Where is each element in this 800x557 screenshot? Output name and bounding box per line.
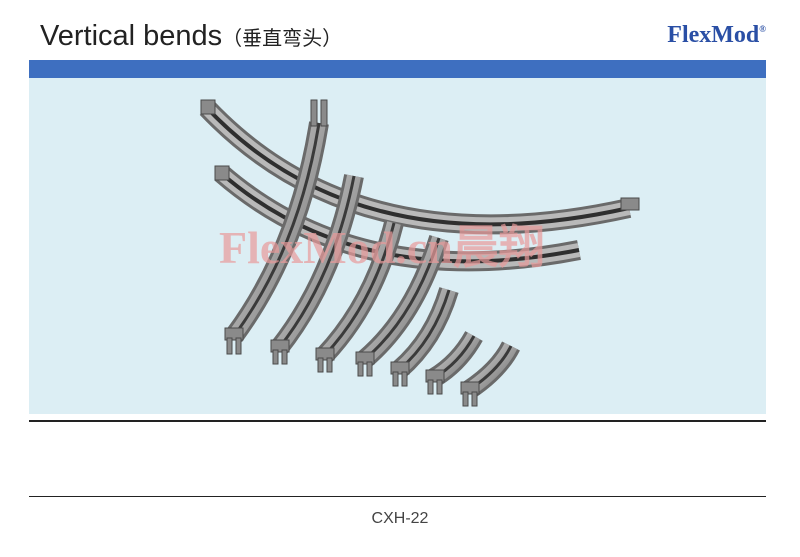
bend-4: [357, 235, 449, 368]
vertical-bends-illustration: FlexMod.cn晨翔: [199, 99, 640, 407]
registered-mark: ®: [759, 24, 766, 34]
logo-text: FlexMod: [667, 22, 760, 48]
title-text: Vertical bends: [40, 20, 223, 52]
bend-2: [271, 174, 364, 355]
long-bend-upper: [199, 101, 632, 235]
page-number: CXH-22: [371, 510, 429, 527]
watermark-text: FlexMod.cn晨翔: [219, 222, 545, 273]
page-title: Vertical bends（垂直弯头）: [40, 20, 342, 53]
bend-end-connectors: [200, 99, 640, 407]
bend-3: [316, 220, 404, 363]
title-subtitle: （垂直弯头）: [222, 26, 343, 50]
product-photo: FlexMod.cn晨翔: [29, 78, 766, 414]
bend-1: [225, 121, 329, 342]
brand-logo: FlexMod®: [667, 22, 766, 49]
divider-top: [29, 420, 766, 422]
header-accent-bar: [29, 60, 766, 78]
divider-bottom: [29, 496, 766, 497]
